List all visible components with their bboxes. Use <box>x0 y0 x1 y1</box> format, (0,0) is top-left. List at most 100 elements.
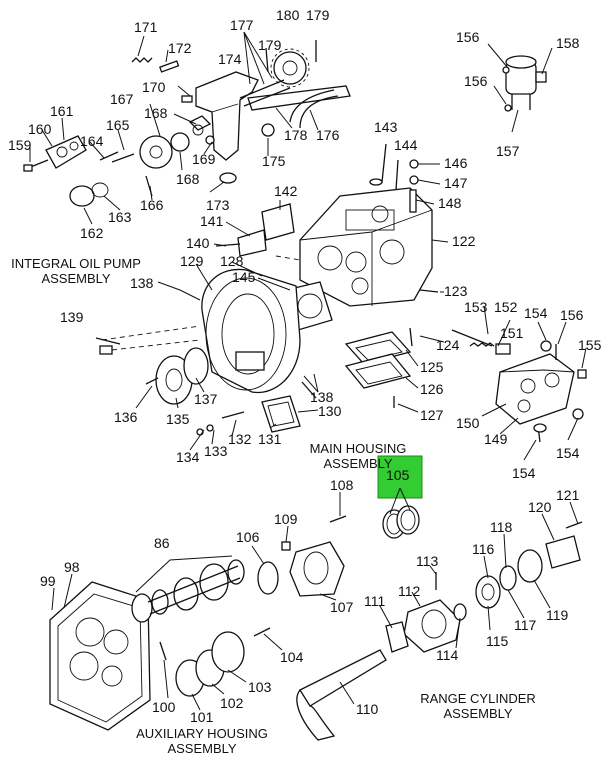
callout-98: 98 <box>64 559 80 575</box>
callout-131: 131 <box>258 431 282 447</box>
callout-126: 126 <box>420 381 444 397</box>
callout-154: 154 <box>512 465 536 481</box>
callout-138: 138 <box>130 275 154 291</box>
callout-105[interactable]: 105 <box>386 467 410 483</box>
callout-157: 157 <box>496 143 520 159</box>
callout-108: 108 <box>330 477 354 493</box>
range-cylinder-assembly <box>296 521 583 741</box>
callout-113: 113 <box>416 553 439 569</box>
callout-125: 125 <box>420 359 444 375</box>
callout-122: 122 <box>452 233 476 249</box>
callout-115: 115 <box>486 633 509 649</box>
callout-109: 109 <box>274 511 298 527</box>
solenoid-assembly <box>502 55 547 112</box>
callout-142: 142 <box>274 183 298 199</box>
leader-lines <box>29 31 587 711</box>
callout-135: 135 <box>166 411 190 427</box>
callout-147: 147 <box>444 175 468 191</box>
callout-150: 150 <box>456 415 480 431</box>
callout-120: 120 <box>528 499 552 515</box>
callout-149: 149 <box>484 431 508 447</box>
callout-174: 174 <box>218 51 242 67</box>
callout-177: 177 <box>230 17 254 33</box>
callout-111: 111 <box>364 593 385 609</box>
oil-pump-assembly <box>23 40 351 207</box>
callout-127: 127 <box>420 407 444 423</box>
callout-130: 130 <box>318 403 342 419</box>
callout-170: 170 <box>142 79 166 95</box>
callout-148: 148 <box>438 195 462 211</box>
callout-156: 156 <box>456 29 480 45</box>
callout-139: 139 <box>60 309 84 325</box>
callout-86: 86 <box>154 535 170 551</box>
callout-154: 154 <box>556 445 580 461</box>
callout-101: 101 <box>190 709 214 725</box>
callout-172: 172 <box>168 40 192 56</box>
callout-161: 161 <box>50 103 74 119</box>
callout-112: 112 <box>398 583 421 599</box>
callout-164: 164 <box>80 133 104 149</box>
callout-166: 166 <box>140 197 164 213</box>
callout-163: 163 <box>108 209 132 225</box>
callout-124: 124 <box>436 337 460 353</box>
callout-116: 116 <box>472 541 495 557</box>
callout-159: 159 <box>8 137 32 153</box>
callout-106: 106 <box>236 529 260 545</box>
callout-146: 146 <box>444 155 468 171</box>
callout-123: 123 <box>444 283 468 299</box>
callout-141: 141 <box>200 213 224 229</box>
callout-144: 144 <box>394 137 418 153</box>
range-valve-assembly <box>451 329 587 443</box>
callout-156: 156 <box>560 307 584 323</box>
callout-160: 160 <box>28 121 52 137</box>
callout-179: 179 <box>306 7 330 23</box>
part-105-highlighted[interactable] <box>377 455 423 539</box>
callout-102: 102 <box>220 695 244 711</box>
callout-165: 165 <box>106 117 130 133</box>
front-cover-assembly <box>95 268 317 436</box>
callout-107: 107 <box>330 599 354 615</box>
callout-136: 136 <box>114 409 138 425</box>
callout-176: 176 <box>316 127 340 143</box>
callout-143: 143 <box>374 119 398 135</box>
callout-162: 162 <box>80 225 104 241</box>
callout-labels: 171 172 177 180 179 179 174 170 167 168 … <box>8 7 602 725</box>
callout-153: 153 <box>464 299 488 315</box>
callout-129: 129 <box>180 253 204 269</box>
callout-99: 99 <box>40 573 56 589</box>
callout-179: 179 <box>258 37 282 53</box>
callout-155: 155 <box>578 337 602 353</box>
callout-173: 173 <box>206 197 230 213</box>
callout-110: 110 <box>356 701 379 717</box>
callout-104: 104 <box>280 649 304 665</box>
callout-114: 114 <box>436 647 459 663</box>
callout-138: 138 <box>310 389 334 405</box>
callout-167: 167 <box>110 91 134 107</box>
callout-137: 137 <box>194 391 218 407</box>
callout-169: 169 <box>192 151 216 167</box>
callout-103: 103 <box>248 679 272 695</box>
callout-154: 154 <box>524 305 548 321</box>
callout-121: 121 <box>556 487 580 503</box>
auxiliary-housing-assembly <box>49 515 347 731</box>
callout-171: 171 <box>134 19 158 35</box>
callout-175: 175 <box>262 153 286 169</box>
callout-117: 117 <box>514 617 537 633</box>
callout-132: 132 <box>228 431 252 447</box>
callout-151: 151 <box>500 325 524 341</box>
callout-168: 168 <box>144 105 168 121</box>
callout-100: 100 <box>152 699 176 715</box>
callout-180: 180 <box>276 7 300 23</box>
callout-140: 140 <box>186 235 210 251</box>
callout-145: 145 <box>232 269 256 285</box>
callout-156: 156 <box>464 73 488 89</box>
callout-118: 118 <box>490 519 513 535</box>
callout-178: 178 <box>284 127 308 143</box>
